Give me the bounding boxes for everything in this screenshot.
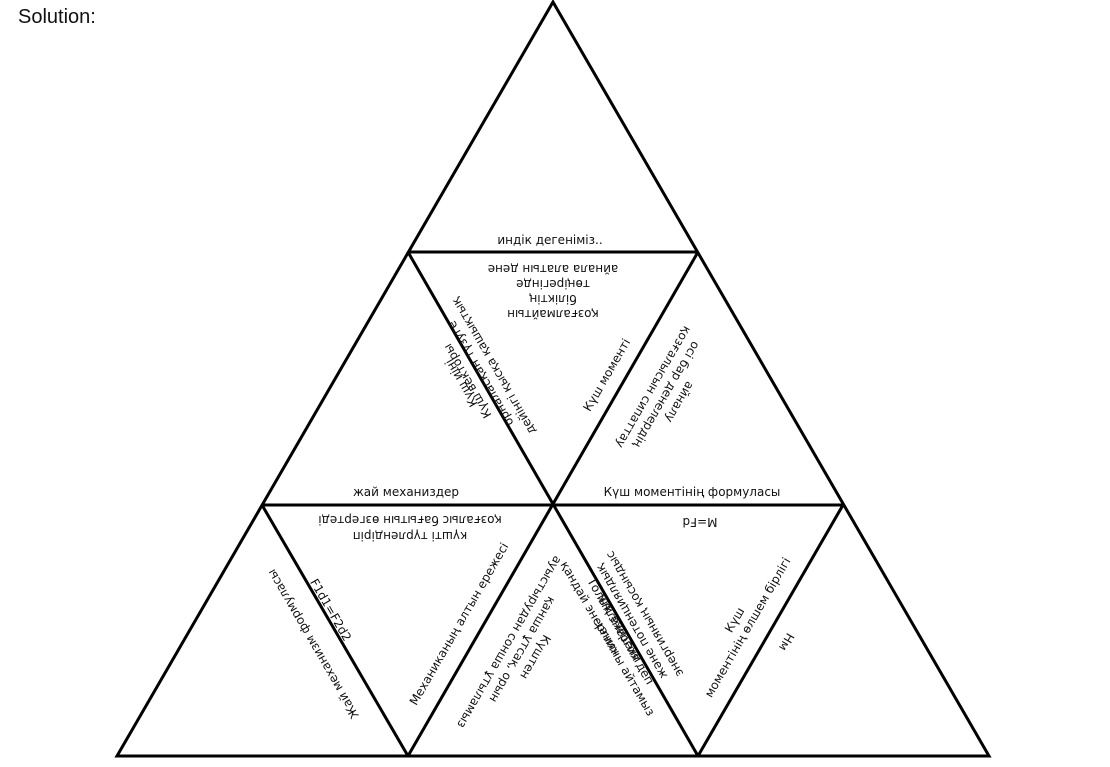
edge-mid-left-back-line: күшті түрлендіріп [353,529,468,543]
edge-mid-right-back-line: M=Fd [683,515,718,529]
edge-mid-left-back: қозғалыс бағытын өзгертеді күшті түрленд… [318,513,501,543]
edge-line-lower-right [696,504,845,757]
edge-mid-right-back: M=Fd [683,515,718,529]
edge-lower-right-back: Нм [776,631,797,654]
triangle-grid [114,0,992,758]
solution-title: Solution: [18,6,96,28]
edge-top-mid-back-line: айнала алатын дене [488,262,619,276]
edge-upper-right-front: Күш моменті [580,336,633,414]
edge-mid-right-front: Күш моментінің формуласы [604,485,781,499]
edge-mid-left-back-line: қозғалыс бағытын өзгертеді [318,513,501,527]
edge-top-mid-back-line: біліктің [529,292,576,306]
outer-triangle [114,0,992,758]
edge-upper-right-front-line: Күш моменті [580,336,633,414]
edge-mid-left-front: жай механиздер [353,485,459,499]
edge-lower-right-front-line: моментінің өлшем бірлігі [702,555,794,700]
edge-line-lower-left [260,504,410,757]
edge-lower-right-back-line: Нм [776,631,797,654]
edge-line-diag-up [406,251,700,757]
edge-lower-right-front: Күш моментінің өлшем бірлігі [702,555,794,700]
edge-top-mid-back-line: төңірегінде [516,277,590,291]
edge-top-mid-front: индік дегеніміз.. [497,233,602,247]
edge-top-mid-back-line: қозғалмайтын [507,307,599,321]
edge-top-mid-back: айнала алатын дене төңірегінде біліктің … [488,262,619,321]
